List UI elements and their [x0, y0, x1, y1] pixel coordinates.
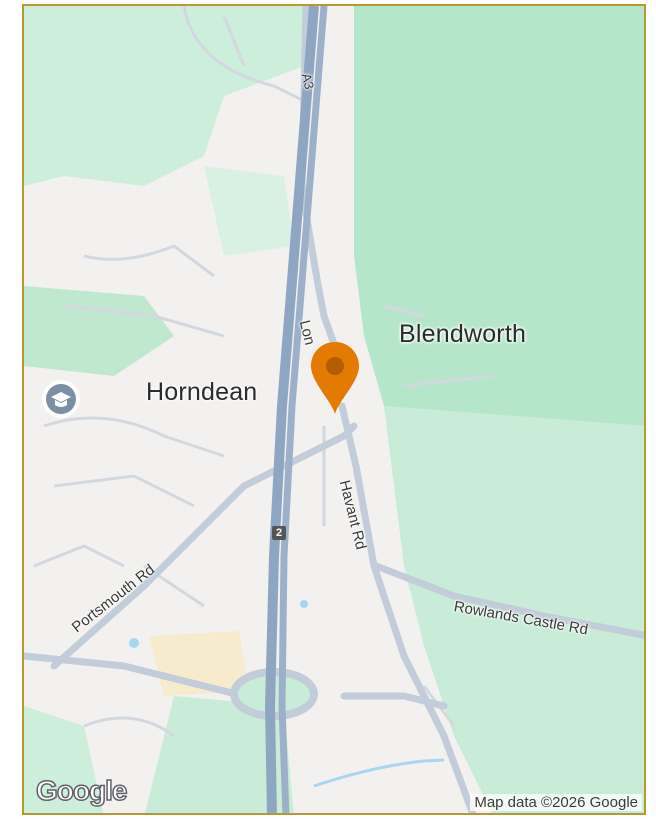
place-label-horndean: Horndean [146, 378, 258, 406]
motorway-a3-s [278, 6, 328, 813]
greenspace-southwest [24, 706, 104, 813]
stream [313, 758, 445, 788]
pond [129, 638, 139, 648]
greenspace-mid [204, 166, 294, 256]
road-rowlands [372, 562, 644, 639]
road-havant [338, 402, 477, 813]
map-attribution[interactable]: Map data ©2026 Google [470, 794, 642, 811]
motorway-a3-n [264, 6, 319, 813]
google-logo: Google [35, 774, 128, 807]
location-pin-icon[interactable] [309, 340, 361, 416]
place-label-blendworth: Blendworth [399, 320, 527, 348]
pond [300, 600, 308, 608]
forest-east [354, 6, 644, 446]
school-icon[interactable] [38, 376, 84, 422]
road-south [24, 652, 248, 700]
map-frame[interactable]: Horndean Blendworth Lon Havant Rd Portsm… [22, 4, 646, 815]
junction-shield: 2 [272, 526, 287, 540]
map-canvas[interactable] [24, 6, 646, 815]
road-east-south [340, 692, 448, 710]
greenspace-north [24, 6, 304, 186]
road-portsmouth [50, 422, 358, 670]
greenspace-west [24, 286, 174, 376]
greenspace-south [144, 696, 294, 813]
